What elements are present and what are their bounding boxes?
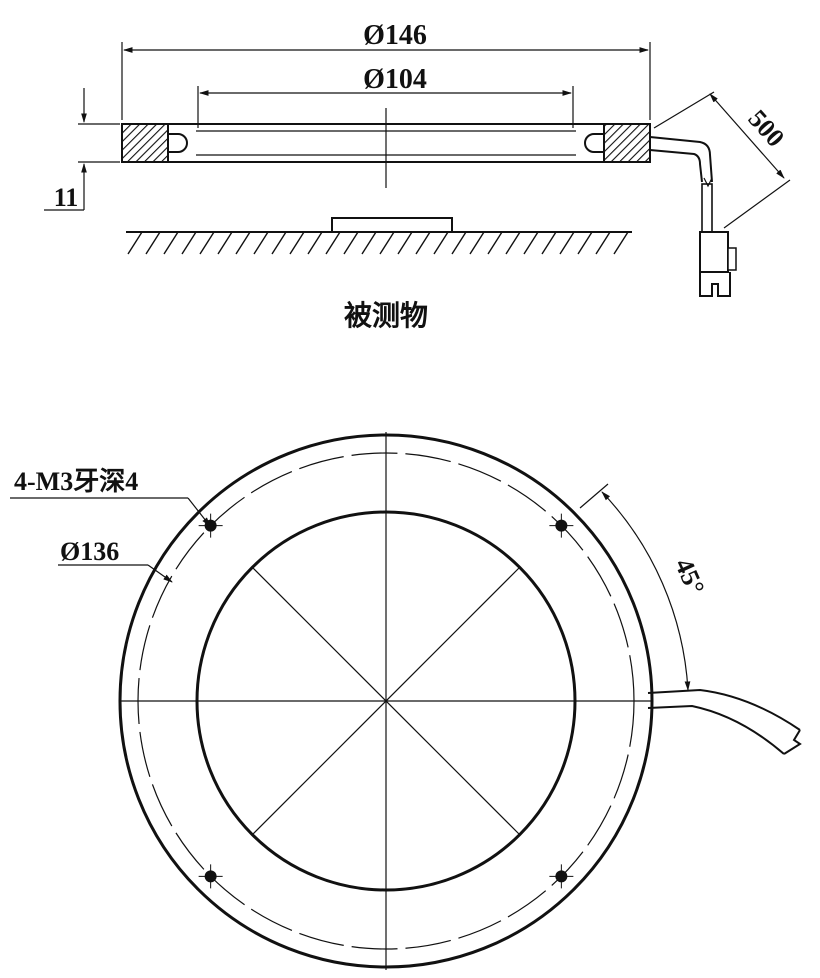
ground-hatch-line	[487, 231, 503, 255]
ground-hatch-line	[217, 231, 233, 255]
ground-hatch-line	[235, 231, 251, 255]
center-lines	[120, 432, 652, 970]
ground-hatch-line	[451, 231, 467, 255]
ground-hatch-line	[559, 231, 575, 255]
ground-hatch-line	[577, 231, 593, 255]
ground-hatch-line	[127, 231, 143, 255]
cable-length-dimension: 500	[653, 91, 791, 229]
height-label: 11	[54, 183, 79, 212]
height-dimension: 11	[44, 88, 120, 212]
ground-hatch-line	[361, 231, 377, 255]
cable-length-label: 500	[742, 104, 790, 152]
mounting-hole	[198, 864, 223, 889]
ground-hatch-line	[343, 231, 359, 255]
angle-label: 45°	[669, 554, 710, 599]
ground-hatch	[127, 231, 629, 255]
inner-diameter-dimension: Ø104	[197, 64, 574, 128]
top-view: 4-M3牙深4 Ø136 45°	[10, 432, 802, 970]
thread-label: 4-M3牙深4	[14, 467, 138, 496]
inner-diameter-label: Ø104	[363, 64, 427, 95]
ground-hatch-line	[271, 231, 287, 255]
ground-hatch-line	[289, 231, 305, 255]
ground-hatch-line	[523, 231, 539, 255]
ground-hatch-line	[595, 231, 611, 255]
ground-hatch-line	[433, 231, 449, 255]
cable	[649, 136, 737, 297]
outer-diameter-dimension: Ø146	[121, 20, 651, 120]
thread-callout: 4-M3牙深4	[10, 467, 211, 527]
object-label: 被测物	[344, 299, 428, 332]
ground-hatch-line	[253, 231, 269, 255]
ground-hatch-line	[613, 231, 629, 255]
ground-hatch-line	[307, 231, 323, 255]
angle-dimension: 45°	[579, 483, 710, 691]
ground-hatch-line	[145, 231, 161, 255]
ground-hatch-line	[199, 231, 215, 255]
hole-circle-label: Ø136	[60, 537, 119, 566]
ground-hatch-line	[325, 231, 341, 255]
mounting-hole	[549, 513, 574, 538]
mounting-hole	[549, 864, 574, 889]
ground-hatch-line	[505, 231, 521, 255]
cable-exit	[647, 688, 802, 755]
ground-and-object	[126, 217, 632, 255]
side-view: Ø146 Ø104 11	[44, 20, 791, 332]
hole-circle-callout: Ø136	[58, 537, 173, 583]
ring-section	[121, 108, 651, 188]
ground-hatch-line	[541, 231, 557, 255]
ground-hatch-line	[469, 231, 485, 255]
ground-hatch-line	[163, 231, 179, 255]
outer-diameter-label: Ø146	[363, 20, 427, 51]
ground-hatch-line	[181, 231, 197, 255]
ground-hatch-line	[397, 231, 413, 255]
ground-hatch-line	[415, 231, 431, 255]
ground-hatch-line	[379, 231, 395, 255]
mounting-holes	[198, 513, 574, 889]
